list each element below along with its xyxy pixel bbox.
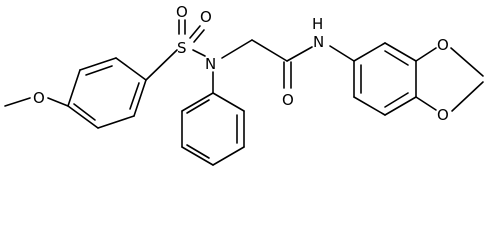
ring3-inner-2 — [384, 92, 409, 108]
ring1-bond-6 — [67, 105, 99, 129]
sulfonyl-double-bonds — [178, 19, 205, 43]
ring2-bond-1 — [212, 92, 245, 112]
s-o2-b — [193, 29, 205, 43]
ring1-bond-4 — [133, 79, 147, 117]
benzodioxole-ring — [353, 42, 417, 116]
bond-n-ch2 — [221, 39, 253, 59]
ring2-inner-3 — [186, 99, 210, 114]
ring1-bond-5 — [97, 115, 135, 129]
atom-dioxole-oxygen-top: O — [437, 36, 449, 54]
dioxole-bond-4 — [415, 96, 437, 111]
ring2-inner-2 — [186, 144, 210, 159]
atom-sulfonyl-oxygen-2: O — [200, 8, 212, 26]
dioxole-bond-1 — [415, 47, 437, 62]
bond-ch2-carbonyl — [251, 39, 288, 62]
bond-nh-ring — [329, 45, 355, 62]
methoxyphenyl-ring — [67, 57, 147, 129]
dioxole-bond-3 — [451, 81, 484, 112]
methoxy-group — [4, 97, 69, 107]
atom-carbonyl-oxygen: O — [282, 91, 294, 109]
ring2-bond-6 — [181, 92, 214, 112]
ring1-bond-2 — [79, 57, 117, 71]
bond-o-ring — [47, 97, 69, 107]
ring3-bond-1 — [353, 42, 386, 62]
atom-methoxy-oxygen: O — [33, 89, 45, 107]
chemical-structure: O S O O N O H N O O — [4, 3, 484, 166]
ring1-inner-3 — [73, 103, 96, 121]
bond-carbonyl-nh — [286, 46, 313, 62]
ring3-bond-2 — [384, 42, 417, 62]
ring3-bond-4 — [384, 96, 417, 116]
ring3-bond-5 — [353, 96, 386, 116]
atom-sulfur: S — [177, 39, 187, 57]
bond-sulfur-nitrogen — [192, 49, 206, 57]
ring1-inner-1 — [85, 65, 113, 76]
atom-amide-nitrogen: N — [313, 33, 324, 51]
bond-methyl-o — [4, 97, 31, 107]
atom-dioxole-oxygen-bottom: O — [437, 106, 449, 124]
ring3-inner-1 — [384, 50, 409, 66]
atom-sulfonyl-oxygen-1: O — [176, 3, 188, 21]
ring1-inner-2 — [129, 82, 140, 110]
s-o2-a — [189, 25, 201, 39]
bond-ring-sulfur — [145, 49, 178, 81]
dioxole-bond-2 — [450, 47, 484, 77]
atom-sulfonamide-nitrogen: N — [205, 55, 216, 73]
atom-amide-hydrogen: H — [312, 15, 323, 33]
n-phenyl-ring — [181, 71, 245, 166]
ring2-bond-4 — [181, 146, 214, 166]
ring2-bond-3 — [212, 146, 245, 166]
ring1-bond-3 — [115, 57, 147, 81]
ring1-bond-1 — [67, 69, 81, 107]
dioxole-ring — [415, 47, 484, 112]
